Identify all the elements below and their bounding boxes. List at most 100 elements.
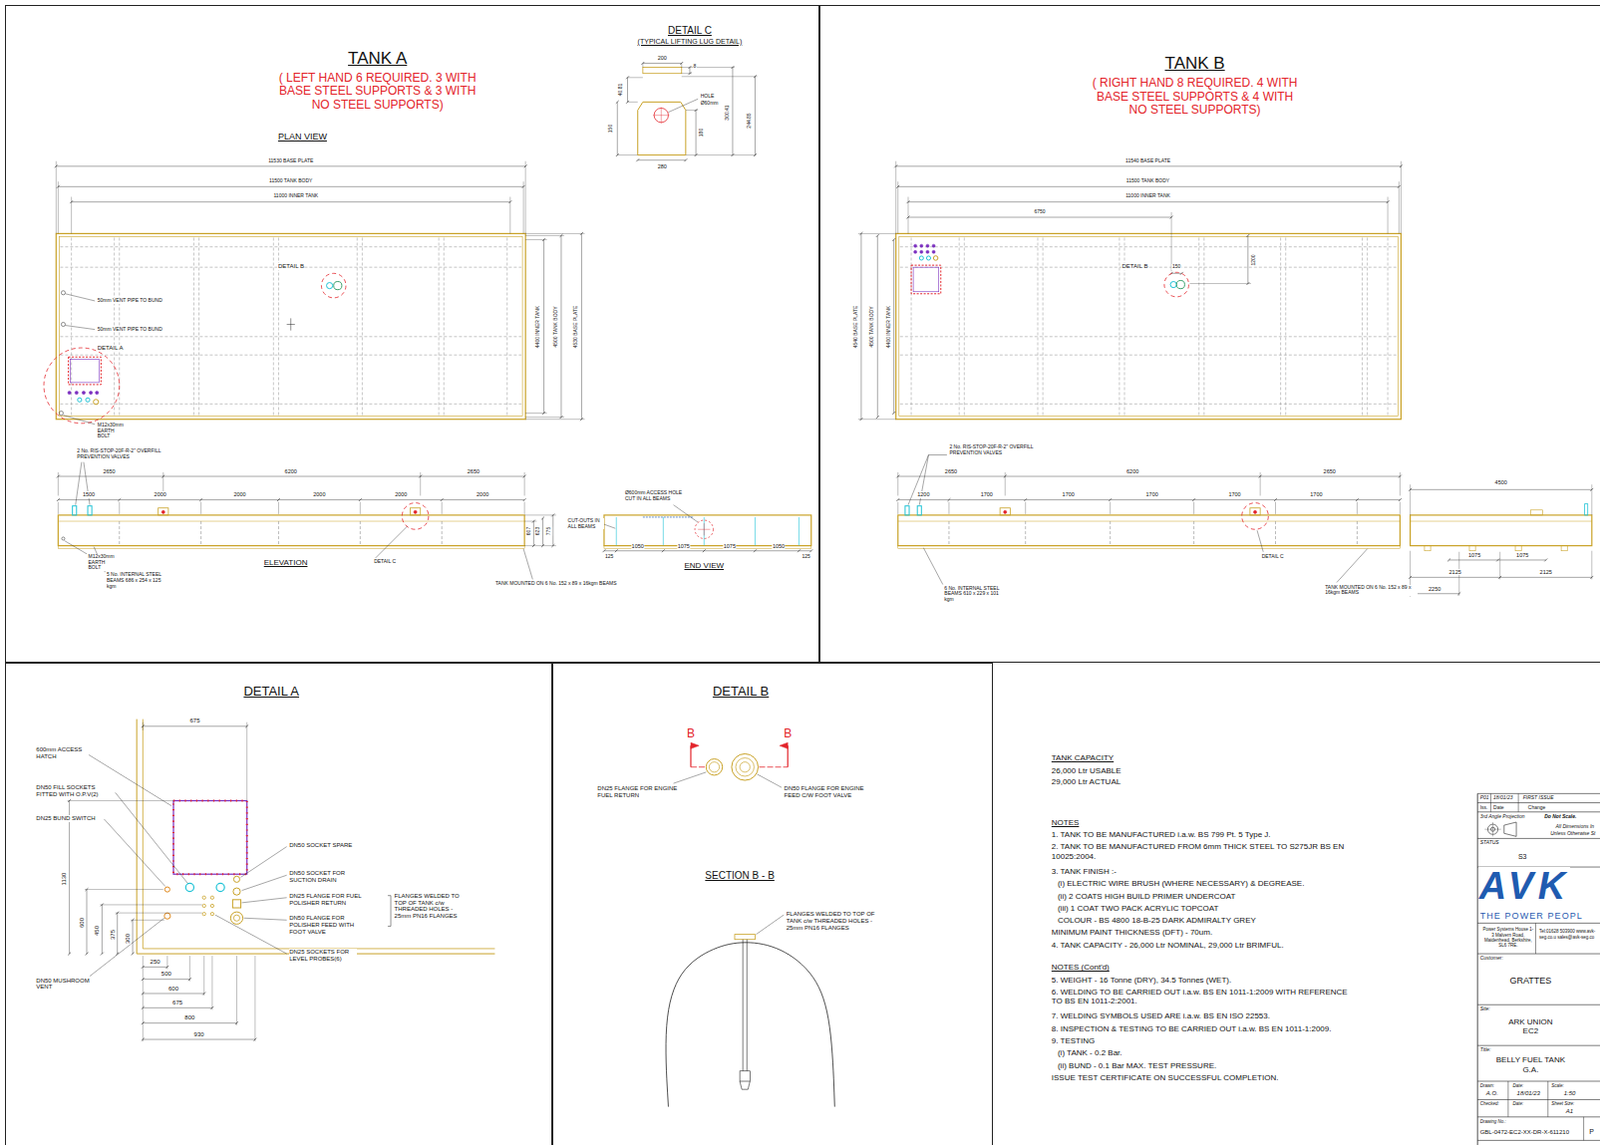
annotation-label: DN50 SOCKET SPARE <box>289 842 353 850</box>
dimension-line <box>543 240 545 414</box>
title-block-line <box>1477 811 1600 813</box>
tank-wall <box>142 719 144 950</box>
annotation-label: DN25 SOCKETS FOR LEVEL PROBES(6) <box>289 949 358 963</box>
annotation-label: (i) TANK - 0.2 Bar. <box>1056 1048 1123 1058</box>
flange <box>731 753 759 781</box>
annotation-label: GRATTES <box>1509 975 1553 986</box>
leader-line <box>923 548 943 586</box>
extension-line <box>525 418 585 420</box>
socket <box>67 390 71 394</box>
annotation-label: 2 No. RIS-STOP-20F-R-2" OVERFILL PREVENT… <box>76 448 165 461</box>
dimension-text: 600 <box>77 918 85 930</box>
dimension-line <box>560 235 562 417</box>
dimension-text: 200 <box>656 54 667 61</box>
dimension-tick <box>661 549 665 553</box>
dimension-line <box>581 233 583 419</box>
dimension-line <box>71 201 511 203</box>
base-beam <box>57 546 525 550</box>
flange <box>93 399 99 405</box>
dimension-tick <box>753 153 757 157</box>
title-block-line <box>1535 923 1537 955</box>
dimension-text: 8 <box>692 63 697 70</box>
dimension-text: 600 <box>167 985 179 993</box>
dimension-text: 2000 <box>233 491 247 498</box>
dimension-line <box>898 499 1401 501</box>
annotation-label: HOLE <box>699 93 715 100</box>
panel-subtitle: ( RIGHT HAND 8 REQUIRED. 4 WITH BASE STE… <box>1089 76 1300 118</box>
annotation-label: (iii) 1 COAT TWO PACK ACRYLIC TOPCOAT <box>1056 904 1220 914</box>
dimension-line <box>898 476 1401 478</box>
tank-outline <box>898 515 1401 547</box>
dimension-line <box>731 67 733 156</box>
extension-line <box>1400 161 1402 235</box>
bund-switch <box>164 887 170 893</box>
extension-line <box>897 502 899 515</box>
hidden-beam <box>1198 237 1200 415</box>
hidden-beam <box>1024 521 1026 547</box>
panel-title: TANK B <box>1164 53 1226 74</box>
dimension-text: 1075 <box>722 543 736 550</box>
annotation-label: 2 No. RIS-STOP-20F-R-2" OVERFILL PREVENT… <box>949 444 1037 457</box>
tank-outline <box>1410 521 1593 523</box>
vent-pipe <box>60 321 65 326</box>
detail-callout <box>1242 503 1270 531</box>
annotation-label: Drawing No.: <box>1479 1119 1507 1125</box>
annotation-label: TANK CAPACITY <box>1050 753 1114 763</box>
annotation-label: MINIMUM PAINT THICKNESS (DFT) - 70um. <box>1050 928 1213 938</box>
dimension-tick <box>56 498 60 502</box>
extension-line <box>419 472 421 497</box>
extension-line <box>680 62 682 67</box>
spare-socket <box>233 876 240 883</box>
annotation-label: 4500 TANK BODY <box>869 306 876 348</box>
extension-line <box>1275 502 1277 515</box>
leader-line <box>673 505 699 523</box>
extension-line <box>523 181 525 234</box>
annotation-label: A.O. <box>1485 1090 1499 1098</box>
extension-line <box>858 418 897 420</box>
hidden-beam <box>506 237 508 415</box>
annotation-label: 11500 TANK BODY <box>1125 178 1170 185</box>
extension-line <box>525 416 565 418</box>
level-probe <box>210 896 214 900</box>
annotation-label: Tel:01628 503900 www.avk-seg.co.u sales@… <box>1539 929 1597 940</box>
hidden-beam <box>1193 521 1195 547</box>
drawing-panel: DETAIL A <box>4 662 553 1145</box>
dimension-text: 375 <box>108 929 116 941</box>
mushroom-vent <box>164 913 171 920</box>
level-probe <box>202 896 206 900</box>
hidden-beam <box>359 521 361 547</box>
dimension-line <box>57 186 524 188</box>
dimension-tick <box>440 498 444 502</box>
title-block-line <box>1477 838 1600 840</box>
centre-mark <box>703 523 705 536</box>
tank-outline <box>896 233 1402 419</box>
extension-line <box>524 472 526 497</box>
leader-line <box>65 325 96 330</box>
hidden-beam <box>900 403 1397 405</box>
fitting <box>1530 510 1543 516</box>
dimension-tick <box>1108 498 1112 502</box>
dimension-line <box>908 201 1388 203</box>
extension-line <box>118 502 120 515</box>
hidden-beam <box>278 521 280 547</box>
dimension-tick <box>1496 559 1500 563</box>
extension-line <box>99 904 202 906</box>
dimension-text: 2650 <box>102 468 116 475</box>
hidden-beam <box>1109 521 1111 547</box>
annotation-label: 1. TANK TO BE MANUFACTURED i.a.w. BS 799… <box>1050 830 1272 840</box>
dimension-text: 1075 <box>1516 552 1530 559</box>
dimension-tick <box>636 158 640 162</box>
annotation-label: THE POWER PEOPL <box>1479 911 1584 922</box>
dimension-text: 675 <box>189 717 201 725</box>
tank-outline <box>58 236 523 416</box>
extension-line <box>681 72 692 74</box>
dimension-text: 2125 <box>1539 569 1553 576</box>
extension-line <box>130 920 165 922</box>
annotation-label: 6. WELDING TO BE CARRIED OUT i.a.w. BS E… <box>1050 987 1358 1006</box>
extension-line <box>908 197 910 235</box>
polisher-feed <box>230 912 243 925</box>
annotation-label: ELEVATION <box>263 558 309 568</box>
socket <box>95 390 99 394</box>
hidden-beam <box>900 354 1397 356</box>
support-beam <box>1469 546 1476 552</box>
